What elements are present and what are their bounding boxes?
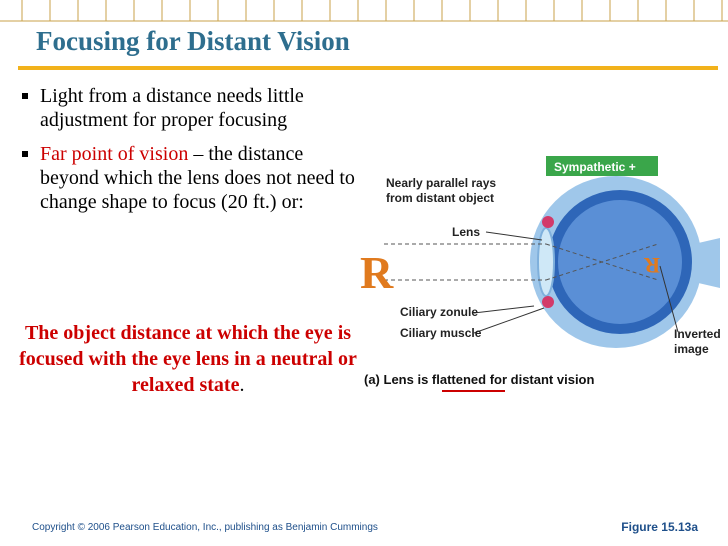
caption-prefix: (a) Lens is [364, 372, 432, 387]
figure-caption: (a) Lens is flattened for distant vision [364, 372, 594, 387]
figure-reference: Figure 15.13a [621, 520, 698, 534]
slide-title: Focusing for Distant Vision [36, 26, 350, 56]
inverted-image-label-line2: image [674, 342, 709, 356]
bullet-marker [22, 151, 28, 157]
ciliary-muscle-top [542, 216, 554, 228]
emphasis-text: The object distance at which the eye is … [19, 322, 357, 396]
eyeball-vitreous [558, 200, 682, 324]
bullet-item-2: Far point of vision – the distance beyon… [18, 142, 358, 214]
sympathetic-badge [546, 156, 658, 176]
rays-label-line1: Nearly parallel rays [386, 176, 496, 190]
emphasis-period: . [239, 374, 245, 396]
inverted-image-label-line1: Inverted [674, 327, 721, 341]
flattened-lens [537, 227, 555, 297]
lens-label: Lens [452, 225, 480, 239]
bullet-marker [22, 93, 28, 99]
bullet-text-2: – the distance beyond which the lens doe… [40, 143, 355, 213]
sympathetic-badge-label: Sympathetic + [554, 160, 636, 174]
caption-suffix: for distant vision [486, 372, 594, 387]
optic-nerve [694, 238, 720, 288]
eye-diagram-figure: Sympathetic + Nearly parallel rays from … [360, 156, 721, 392]
ciliary-zonule-label: Ciliary zonule [400, 305, 478, 319]
copyright-footer: Copyright © 2006 Pearson Education, Inc.… [32, 522, 378, 533]
ciliary-muscle-label: Ciliary muscle [400, 326, 482, 340]
parallel-rays [384, 243, 659, 281]
title-underline-rule [18, 66, 718, 70]
caption-underlined-word: flattened [432, 372, 486, 387]
cornea [531, 224, 547, 302]
header-grid-decoration [0, 0, 728, 22]
ciliary-muscle-bottom [542, 296, 554, 308]
bullet-item-1: Light from a distance needs little adjus… [18, 84, 358, 132]
bullet-list: Light from a distance needs little adjus… [18, 84, 358, 224]
rays-label-line2: from distant object [386, 191, 494, 205]
leader-lines [473, 231, 679, 334]
bullet-text-1: Light from a distance needs little adjus… [40, 85, 304, 131]
emphasis-definition: The object distance at which the eye is … [18, 320, 358, 398]
object-letter: R [360, 247, 394, 298]
far-point-term: Far point of vision [40, 143, 189, 165]
inverted-image-letter: R [643, 253, 660, 278]
